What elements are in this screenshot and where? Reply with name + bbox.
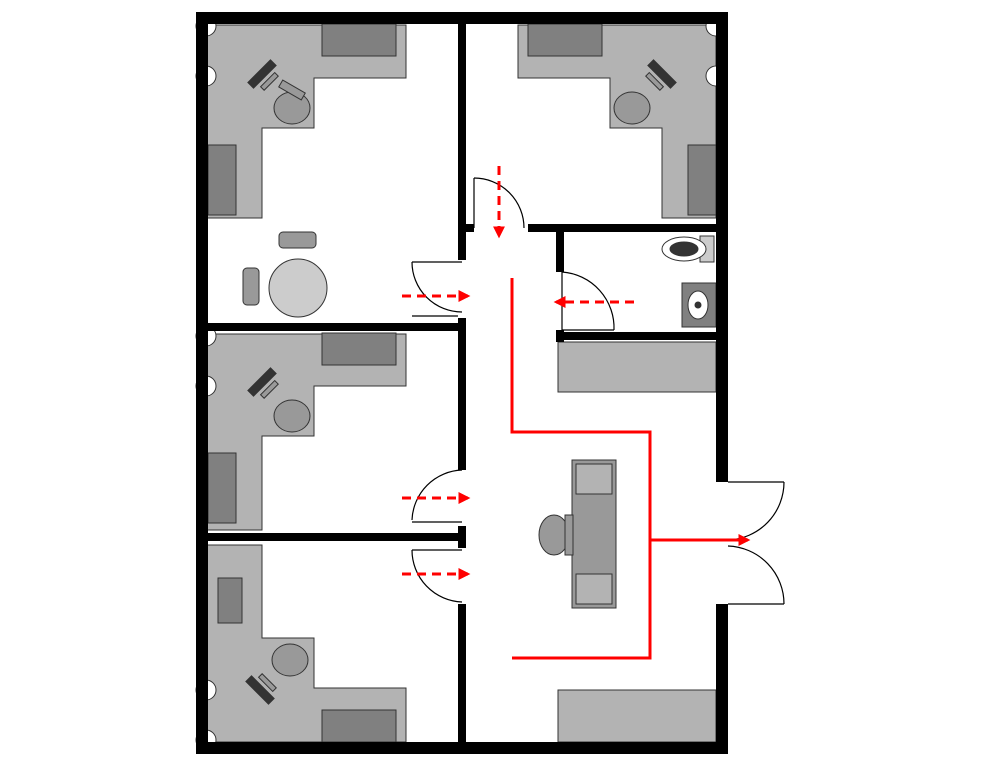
doors xyxy=(411,177,785,605)
route-arrows xyxy=(402,166,634,580)
walls xyxy=(196,12,728,754)
office-nw-furniture xyxy=(195,15,407,318)
restroom-wall xyxy=(556,230,564,272)
cabinet xyxy=(207,144,237,216)
cabinet xyxy=(527,23,603,57)
partition-wall xyxy=(206,323,464,331)
corridor-furniture xyxy=(538,341,717,743)
door xyxy=(411,549,463,603)
toilet-icon xyxy=(661,235,715,263)
round-table-icon xyxy=(268,258,328,318)
central-wall xyxy=(458,24,466,224)
cabinet xyxy=(207,452,237,524)
outer-wall-east xyxy=(716,604,728,754)
central-wall xyxy=(458,318,466,470)
office-ne-furniture xyxy=(517,15,727,219)
sink-icon xyxy=(681,282,717,328)
exit-double-door xyxy=(727,481,785,605)
cabinet xyxy=(687,144,717,216)
cabinet xyxy=(321,709,397,743)
cabinet xyxy=(321,23,397,57)
office-sw-furniture xyxy=(195,544,407,751)
partition-wall xyxy=(458,224,474,232)
chair-icon xyxy=(242,231,317,306)
outer-wall-north xyxy=(196,12,728,24)
furniture xyxy=(195,15,727,751)
restroom-fixtures xyxy=(661,235,717,328)
outer-wall-west xyxy=(196,12,208,754)
central-wall xyxy=(458,604,466,744)
computer-icon xyxy=(247,59,279,91)
office-w-middle-furniture xyxy=(195,325,407,531)
door xyxy=(473,177,525,229)
counter xyxy=(557,341,717,393)
outer-wall-south xyxy=(196,742,728,754)
computer-icon xyxy=(245,673,277,705)
route-line xyxy=(510,278,652,660)
partition-wall xyxy=(528,224,718,232)
corner-desk xyxy=(205,544,407,743)
evacuation-route xyxy=(510,278,751,660)
cabinet xyxy=(321,332,397,366)
office-chair-icon xyxy=(273,79,311,125)
office-chair-icon xyxy=(271,643,309,677)
reception-desk xyxy=(571,459,617,609)
door xyxy=(411,261,463,317)
office-chair-icon xyxy=(273,399,311,433)
partition-wall xyxy=(206,533,464,541)
outer-wall-east xyxy=(716,12,728,482)
computer-icon xyxy=(247,367,279,399)
cabinet xyxy=(217,577,243,624)
central-wall xyxy=(458,230,466,260)
computer-icon xyxy=(645,59,677,91)
counter xyxy=(557,689,717,743)
door xyxy=(411,469,463,523)
office-chair-icon xyxy=(538,514,574,556)
restroom-wall xyxy=(556,332,718,340)
office-chair-icon xyxy=(613,91,651,125)
corner-desk xyxy=(205,24,407,219)
